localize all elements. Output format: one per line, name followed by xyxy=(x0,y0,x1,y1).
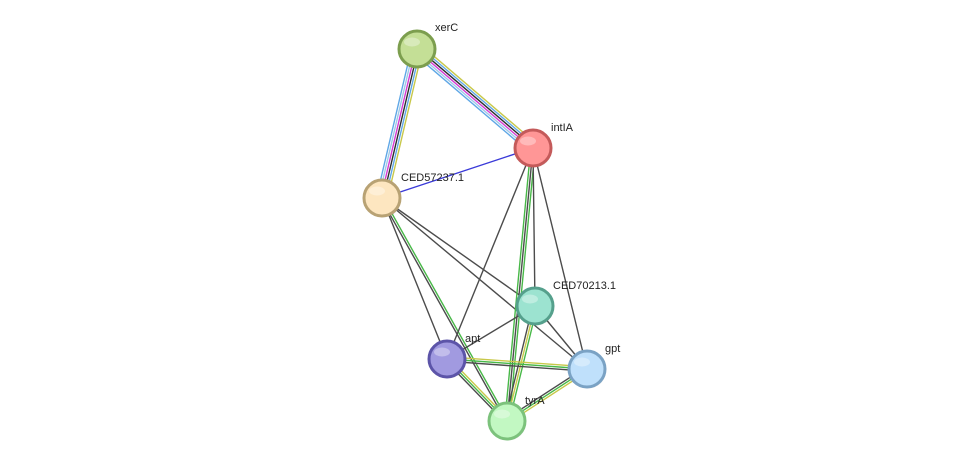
edge-line-db xyxy=(412,52,531,153)
node-ced70213-1[interactable]: CED70213.1 xyxy=(515,280,616,326)
node-highlight xyxy=(494,409,510,419)
edge-line-text xyxy=(506,305,536,422)
edge-line-db xyxy=(384,49,421,200)
node-ced57237-1[interactable]: CED57237.1 xyxy=(362,172,464,218)
edge-line-fusion xyxy=(415,49,533,150)
node-label-ced70213-1: CED70213.1 xyxy=(553,280,616,292)
edge-xerC-intIA[interactable] xyxy=(412,44,538,153)
edge-xerC-CED57237.1[interactable] xyxy=(375,47,424,200)
edge-line-exp xyxy=(382,48,419,199)
edge-line-db xyxy=(375,47,413,198)
edge-CED57237.1-gpt[interactable] xyxy=(381,197,588,370)
edge-CED57237.1-apt[interactable] xyxy=(381,197,448,360)
node-label-intia: intIA xyxy=(551,122,574,134)
edge-apt-gpt[interactable] xyxy=(446,356,588,372)
edge-line-text xyxy=(446,356,588,368)
node-tyra[interactable]: tyrA xyxy=(487,395,545,441)
node-highlight xyxy=(522,294,538,304)
node-circle[interactable] xyxy=(397,29,437,69)
edge-CED57237.1-CED70213.1[interactable] xyxy=(381,197,536,307)
node-circle[interactable] xyxy=(362,178,402,218)
edge-CED57237.1-intIA[interactable] xyxy=(381,147,534,199)
edge-line-text xyxy=(386,49,424,200)
edge-line-coexp xyxy=(381,197,536,307)
node-circle[interactable] xyxy=(513,128,553,168)
node-circle[interactable] xyxy=(515,286,555,326)
edge-line-db xyxy=(418,45,536,147)
node-label-tyra: tyrA xyxy=(525,395,545,407)
edge-intIA-tyrA[interactable] xyxy=(504,147,536,422)
edge-line-coexp xyxy=(381,197,448,360)
node-label-gpt: gpt xyxy=(605,343,620,355)
node-gpt[interactable]: gpt xyxy=(567,343,620,389)
node-highlight xyxy=(574,357,590,367)
edge-line-coexp xyxy=(532,147,588,370)
edge-line-homology xyxy=(414,50,532,152)
edge-line-exp xyxy=(417,47,535,148)
edge-line-coexp xyxy=(446,360,588,372)
node-xerc[interactable]: xerC xyxy=(397,22,458,69)
node-circle[interactable] xyxy=(487,401,527,441)
edge-line-coexp xyxy=(446,147,534,360)
edge-CED57237.1-tyrA[interactable] xyxy=(380,196,509,423)
node-label-xerc: xerC xyxy=(435,22,458,34)
edge-layer xyxy=(375,44,589,424)
node-highlight xyxy=(434,347,450,357)
node-highlight xyxy=(404,37,420,47)
edge-line-coexp xyxy=(506,147,534,422)
edge-intIA-apt[interactable] xyxy=(446,147,534,360)
node-label-apt: apt xyxy=(465,333,480,345)
edge-line-homology xyxy=(378,47,415,198)
edge-line-nbr xyxy=(446,358,588,370)
edge-line-nbr xyxy=(508,147,536,422)
edge-intIA-CED70213.1[interactable] xyxy=(532,147,536,307)
edge-line-nbr xyxy=(504,147,532,422)
edge-line-cooc xyxy=(381,147,534,199)
edge-line-coexp xyxy=(380,197,507,423)
edge-line-coexp xyxy=(504,304,534,422)
node-apt[interactable]: apt xyxy=(427,333,480,379)
node-highlight xyxy=(520,136,536,146)
edge-line-coexp xyxy=(381,197,588,370)
node-intia[interactable]: intIA xyxy=(513,122,574,168)
node-circle[interactable] xyxy=(427,339,467,379)
edge-line-fusion xyxy=(380,48,417,199)
node-highlight xyxy=(369,186,385,196)
node-circle[interactable] xyxy=(567,349,607,389)
edge-line-text xyxy=(419,44,538,145)
edge-line-nbr xyxy=(382,196,509,422)
edge-line-coexp xyxy=(532,147,536,307)
node-label-ced57237-1: CED57237.1 xyxy=(401,172,464,184)
edge-intIA-gpt[interactable] xyxy=(532,147,588,370)
